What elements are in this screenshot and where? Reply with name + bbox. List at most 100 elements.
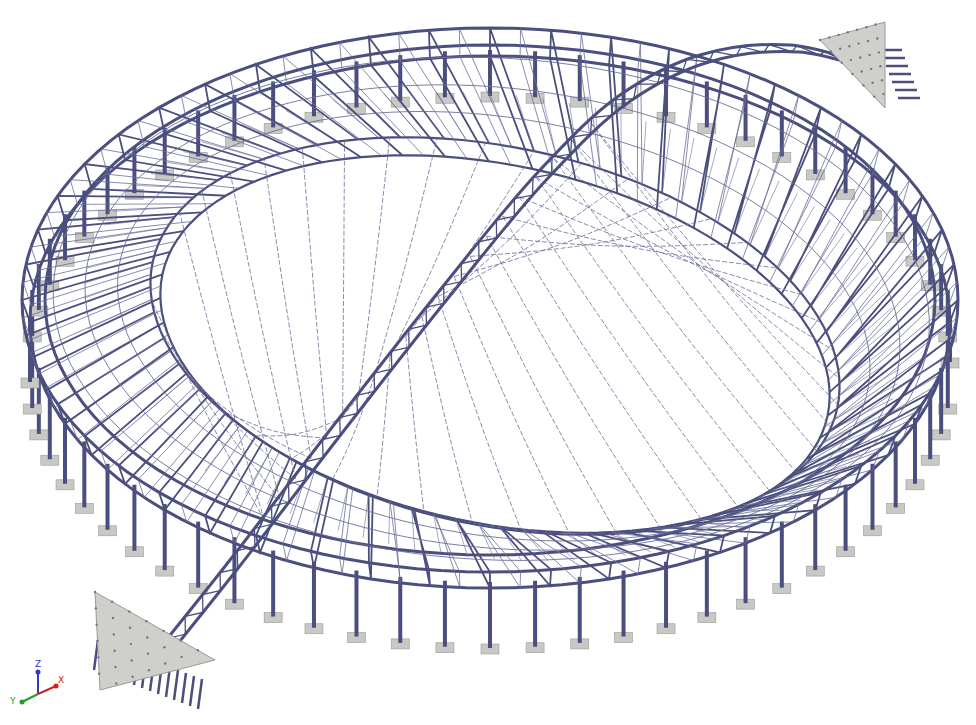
cable xyxy=(406,337,424,512)
radial-truss xyxy=(119,134,254,181)
truss-diagonal xyxy=(662,129,670,193)
radial-truss xyxy=(501,527,551,586)
truss-diagonal xyxy=(333,100,378,138)
pile-head xyxy=(180,656,182,658)
truss-diagonal xyxy=(826,277,878,332)
cable xyxy=(160,329,280,499)
truss-diagonal xyxy=(501,527,521,561)
cable xyxy=(454,276,569,532)
column xyxy=(196,522,200,588)
pile-head xyxy=(145,620,147,622)
column xyxy=(533,581,537,647)
pile xyxy=(889,73,911,76)
pile-head xyxy=(856,29,858,31)
truss-diagonal xyxy=(169,402,211,446)
cable xyxy=(438,296,521,529)
axis-label: Z xyxy=(35,659,41,669)
pile-head xyxy=(113,650,115,652)
column xyxy=(354,571,358,637)
pile-head xyxy=(871,82,873,84)
pile-head xyxy=(146,636,148,638)
radial-truss xyxy=(429,30,489,161)
radial-truss xyxy=(711,74,750,238)
pile-head xyxy=(131,676,133,678)
pile-head xyxy=(129,627,131,629)
column xyxy=(894,441,898,507)
axis-triad xyxy=(20,670,59,705)
radial-truss xyxy=(31,228,176,270)
column xyxy=(870,464,874,530)
radial-truss xyxy=(822,213,933,356)
pile-head xyxy=(859,56,861,58)
radial-truss xyxy=(340,486,353,574)
radial-truss xyxy=(38,217,184,253)
cable xyxy=(591,123,831,428)
truss-diagonal xyxy=(166,162,232,172)
cable xyxy=(519,197,737,507)
pile-head xyxy=(862,84,864,86)
column xyxy=(163,504,167,570)
pile xyxy=(898,97,920,100)
radial-truss xyxy=(26,287,160,357)
pile-head xyxy=(848,45,850,47)
radial-truss xyxy=(637,42,642,201)
ring-beam xyxy=(150,137,839,533)
column xyxy=(312,562,316,628)
pile-head xyxy=(873,95,875,97)
radial-truss xyxy=(138,402,220,498)
column xyxy=(578,577,582,643)
truss-diagonal xyxy=(434,514,442,554)
pile-head xyxy=(94,591,96,593)
axis-head xyxy=(54,684,59,689)
cable xyxy=(536,178,769,491)
pile xyxy=(182,673,186,703)
truss-diagonal xyxy=(681,138,694,202)
column xyxy=(82,441,86,507)
radial-truss xyxy=(826,230,942,368)
radial-truss xyxy=(824,318,957,427)
pile-head xyxy=(197,649,199,651)
pile-head xyxy=(861,70,863,72)
columns xyxy=(21,50,959,654)
cable xyxy=(222,411,327,438)
purlin-ring xyxy=(118,111,870,541)
radial-truss xyxy=(311,477,333,568)
radial-truss xyxy=(676,56,697,218)
pile-head xyxy=(865,26,867,28)
truss-diagonal xyxy=(139,377,188,419)
truss-diagonal xyxy=(410,92,444,138)
pile-head xyxy=(879,65,881,67)
pile-head xyxy=(875,23,877,25)
truss-diagonal xyxy=(456,519,468,557)
truss-diagonal xyxy=(338,486,348,531)
column xyxy=(664,562,668,628)
radial-truss xyxy=(490,28,534,169)
column xyxy=(844,485,848,551)
purlin-ring xyxy=(53,57,929,560)
pile xyxy=(883,57,905,60)
radial-truss xyxy=(782,134,862,293)
pile xyxy=(895,89,917,92)
pile-head xyxy=(98,672,100,674)
truss-diagonal xyxy=(127,364,179,404)
radial-truss xyxy=(101,149,239,189)
ring-beam xyxy=(30,56,950,588)
truss-diagonal xyxy=(116,351,171,390)
cable xyxy=(503,216,778,267)
pile-head xyxy=(95,607,97,609)
radial-truss xyxy=(580,33,600,186)
pile xyxy=(886,65,908,68)
truss-diagonal xyxy=(92,312,154,344)
column xyxy=(488,582,492,648)
cable xyxy=(343,141,345,418)
radial-truss xyxy=(830,264,954,392)
radial-truss xyxy=(47,207,192,237)
radial-truss xyxy=(764,436,895,494)
truss-diagonal xyxy=(765,193,798,256)
truss-diagonal xyxy=(389,501,390,544)
pile-head xyxy=(114,666,116,668)
column xyxy=(744,537,748,603)
radial-truss xyxy=(181,96,303,167)
pile-head xyxy=(876,37,878,39)
